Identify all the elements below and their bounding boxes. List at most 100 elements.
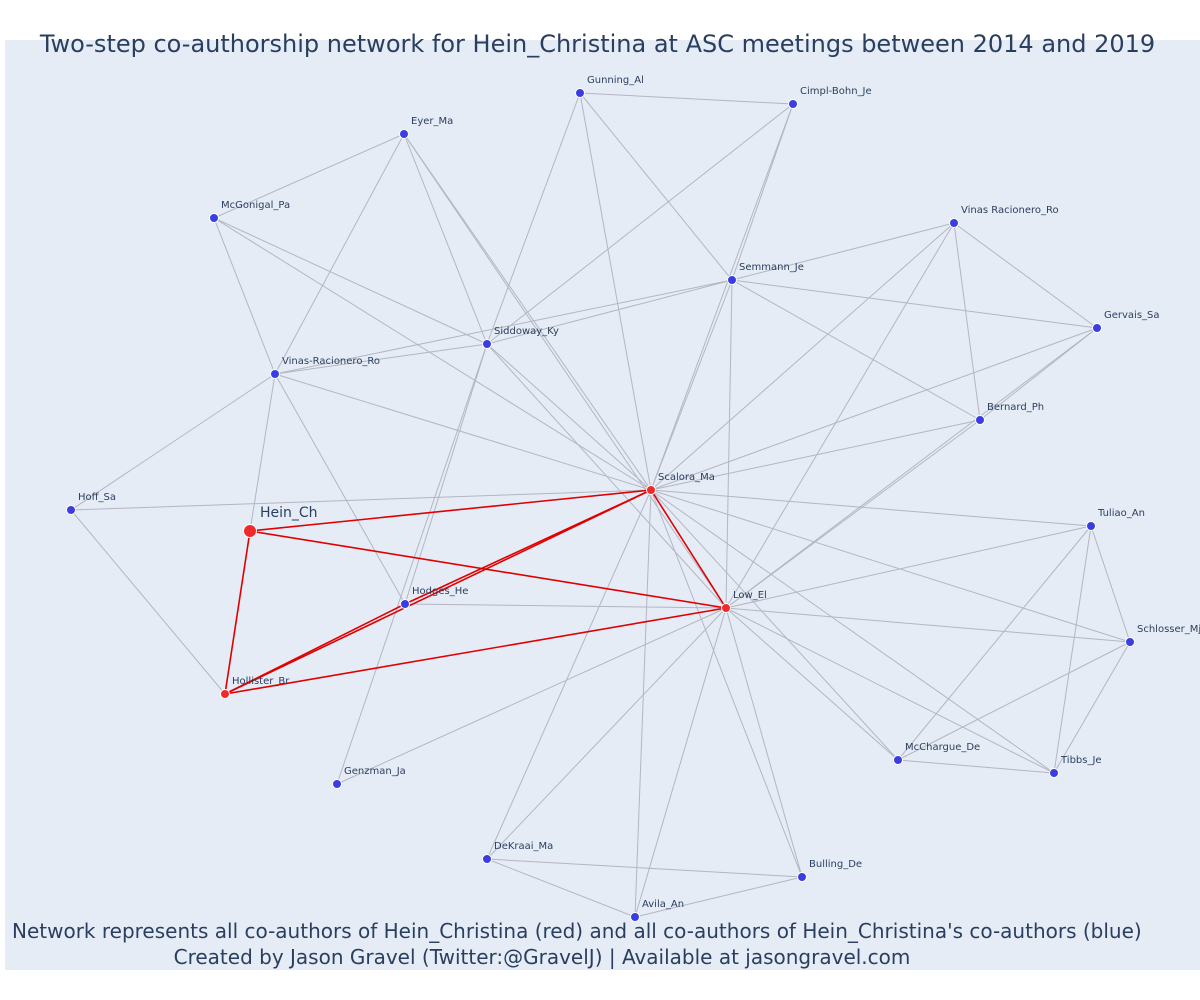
edge-low-el-tuliao-an [725, 525, 1092, 609]
edge-cimpl-bohn-je-scalora-ma [650, 103, 794, 491]
edge-vinas-racionero-ro-hein-ch [249, 373, 276, 532]
node-label-genzman-ja: Genzman_Ja [344, 766, 406, 777]
edge-focal-scalora-ma-hollister-br [224, 489, 652, 695]
node-hodges-he[interactable] [400, 599, 410, 609]
edge-low-el-bulling-de [725, 607, 803, 878]
node-bernard-ph[interactable] [975, 415, 985, 425]
edge-vinas-racionero-ro-semmann-je [731, 222, 955, 281]
node-label-scalora-ma: Scalora_Ma [658, 472, 715, 483]
node-hein-ch[interactable] [243, 524, 257, 538]
caption-line-2: Created by Jason Gravel (Twitter:@Gravel… [173, 945, 911, 969]
edge-focal-scalora-ma-low-el [650, 489, 727, 609]
caption: Network represents all co-authors of Hei… [12, 918, 1142, 970]
node-mcgonigal-pa[interactable] [209, 213, 219, 223]
node-label-schlosser-mj: Schlosser_Mj [1137, 624, 1200, 635]
edge-hoff-sa-scalora-ma [70, 489, 652, 511]
edge-vinas-racionero-ro-low-el [725, 222, 955, 609]
edge-scalora-ma-avila-an [634, 489, 652, 918]
edge-eyer-ma-low-el [403, 133, 727, 609]
edge-hodges-he-low-el [404, 603, 727, 609]
node-label-tuliao-an: Tuliao_An [1097, 508, 1145, 519]
edge-cimpl-bohn-je-siddoway-ky [486, 103, 794, 345]
node-genzman-ja[interactable] [332, 779, 342, 789]
node-label-mcchargue-de: McChargue_De [905, 742, 980, 753]
edge-cimpl-bohn-je-semmann-je [731, 103, 794, 281]
edge-siddoway-ky-vinas-racionero-ro [274, 343, 488, 375]
edge-mcchargue-de-tibbs-je [897, 759, 1055, 774]
node-vinas-racionero-ro[interactable] [270, 369, 280, 379]
edge-eyer-ma-vinas-racionero-ro [274, 133, 405, 375]
node-semmann-je[interactable] [727, 275, 737, 285]
edge-eyer-ma-mcgonigal-pa [213, 133, 405, 219]
chart-title: Two-step co-authorship network for Hein_… [39, 30, 1156, 58]
node-mcchargue-de[interactable] [893, 755, 903, 765]
node-label-mcgonigal-pa: McGonigal_Pa [221, 200, 290, 211]
node-dekraai-ma[interactable] [482, 854, 492, 864]
node-tibbs-je[interactable] [1049, 768, 1059, 778]
edge-dekraai-ma-avila-an [486, 858, 636, 918]
edge-bulling-de-avila-an [634, 876, 803, 918]
node-label-hollister-br: Hollister_Br [232, 676, 290, 687]
node-hollister-br[interactable] [220, 689, 230, 699]
edge-low-el-tibbs-je [725, 607, 1055, 774]
node-label-dekraai-ma: DeKraai_Ma [494, 841, 553, 852]
edge-tuliao-an-mcchargue-de [897, 525, 1092, 761]
secondary-edges [70, 92, 1131, 918]
node-tuliao-an[interactable] [1086, 521, 1096, 531]
edge-scalora-ma-tibbs-je [650, 489, 1055, 774]
node-label-hein-ch: Hein_Ch [260, 505, 318, 521]
node-gunning-al[interactable] [575, 88, 585, 98]
edge-low-el-mcchargue-de [725, 607, 899, 761]
edge-focal-hodges-he-scalora-ma [404, 489, 652, 605]
edge-vinas-racionero-ro-scalora-ma [274, 373, 652, 491]
caption-line-1: Network represents all co-authors of Hei… [12, 919, 1142, 943]
node-labels: Hein_ChScalora_MaLow_ElHollister_BrHodge… [78, 75, 1200, 910]
edge-semmann-je-low-el [725, 279, 733, 609]
edge-gunning-al-cimpl-bohn-je [579, 92, 794, 105]
node-label-bulling-de: Bulling_De [809, 859, 862, 870]
node-scalora-ma[interactable] [646, 485, 656, 495]
node-label-vinas-racionero-ro: Vinas-Racionero_Ro [282, 356, 380, 367]
edge-bernard-ph-scalora-ma [650, 419, 981, 491]
edge-schlosser-mj-mcchargue-de [897, 641, 1131, 761]
edge-vinas-racionero-ro-hodges-he [274, 373, 406, 605]
node-schlosser-mj[interactable] [1125, 637, 1135, 647]
node-gervais-sa[interactable] [1092, 323, 1102, 333]
node-avila-an[interactable] [630, 912, 640, 922]
edge-siddoway-ky-genzman-ja [336, 343, 488, 785]
node-low-el[interactable] [721, 603, 731, 613]
edge-vinas-racionero-ro-gervais-sa [953, 222, 1098, 329]
edge-siddoway-ky-hodges-he [404, 343, 488, 605]
edge-gunning-al-scalora-ma [579, 92, 652, 491]
edge-eyer-ma-siddoway-ky [403, 133, 488, 345]
node-siddoway-ky[interactable] [482, 339, 492, 349]
edge-scalora-ma-dekraai-ma [486, 489, 652, 860]
node-vinas-racionero-ro[interactable] [949, 218, 959, 228]
node-label-avila-an: Avila_An [642, 899, 684, 910]
node-eyer-ma[interactable] [399, 129, 409, 139]
node-hoff-sa[interactable] [66, 505, 76, 515]
edge-scalora-ma-mcchargue-de [650, 489, 899, 761]
node-label-eyer-ma: Eyer_Ma [411, 116, 453, 127]
edge-low-el-genzman-ja [336, 607, 727, 785]
node-cimpl-bohn-je[interactable] [788, 99, 798, 109]
edge-gunning-al-siddoway-ky [486, 92, 581, 345]
edge-vinas-racionero-ro-hoff-sa [70, 373, 276, 511]
edge-focal-hein-ch-hollister-br [224, 530, 251, 695]
edge-focal-hodges-he-hollister-br [224, 603, 406, 695]
edge-vinas-racionero-ro-scalora-ma [650, 222, 955, 491]
edge-dekraai-ma-bulling-de [486, 858, 803, 878]
edge-siddoway-ky-scalora-ma [486, 343, 652, 491]
edge-bernard-ph-low-el [725, 419, 981, 609]
edge-gervais-sa-low-el [725, 327, 1098, 609]
node-label-gervais-sa: Gervais_Sa [1104, 310, 1160, 321]
edge-mcgonigal-pa-vinas-racionero-ro [213, 217, 276, 375]
node-label-cimpl-bohn-je: Cimpl-Bohn_Je [800, 86, 872, 97]
edge-mcgonigal-pa-scalora-ma [213, 217, 652, 491]
edge-gunning-al-semmann-je [579, 92, 733, 281]
node-bulling-de[interactable] [797, 872, 807, 882]
edge-semmann-je-gervais-sa [731, 279, 1098, 329]
node-label-low-el: Low_El [733, 590, 767, 601]
edge-mcgonigal-pa-siddoway-ky [213, 217, 488, 345]
